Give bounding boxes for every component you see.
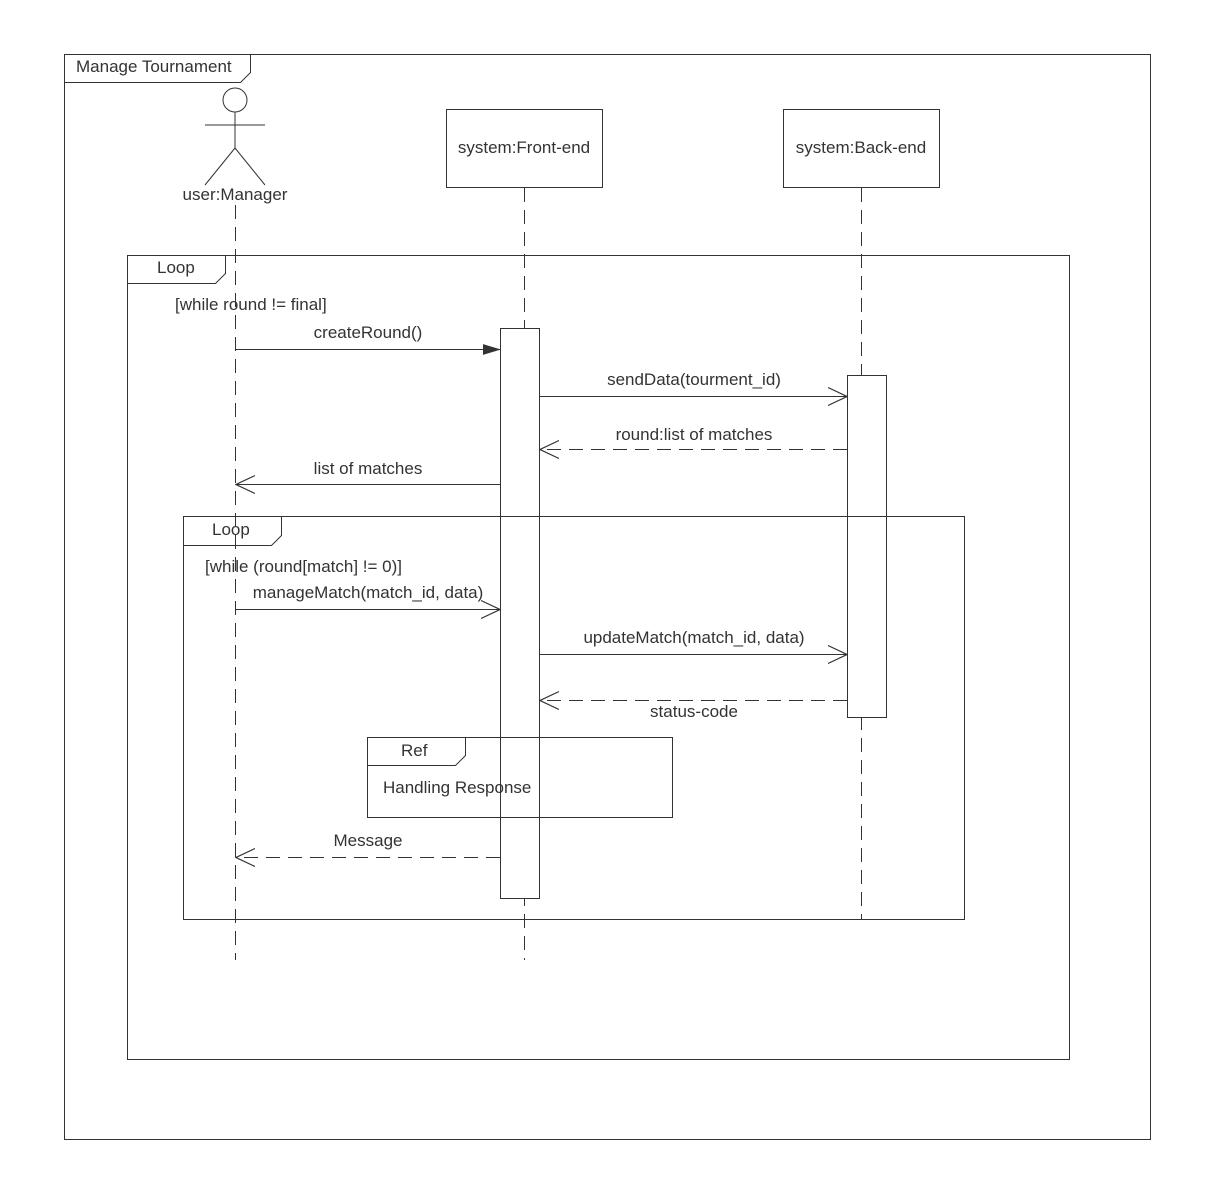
backend-label: system:Back-end (796, 138, 926, 157)
actor-manager: user:Manager (183, 87, 288, 204)
inner-loop-label: Loop (212, 520, 250, 539)
frontend-activation-bar (500, 328, 540, 899)
message-send-data: sendData(tourment_id) (540, 370, 847, 397)
message-list-of-matches: list of matches (236, 459, 500, 485)
backend-activation-bar (847, 375, 887, 718)
message-label: updateMatch(match_id, data) (583, 628, 804, 647)
actor-head (222, 87, 248, 113)
message-label: manageMatch(match_id, data) (253, 583, 484, 602)
outer-loop-label: Loop (157, 258, 195, 277)
message-label: list of matches (314, 459, 423, 478)
inner-loop-fragment: Loop [while (round[match] != 0)] (183, 516, 965, 920)
message-label: sendData(tourment_id) (607, 370, 781, 389)
message-label: status-code (650, 702, 738, 721)
outer-loop-fragment: Loop [while round != final] (127, 255, 1070, 1060)
message-round-list-return: round:list of matches (540, 425, 847, 450)
message-label: Message (334, 831, 403, 850)
backend-head: system:Back-end (783, 109, 940, 188)
actor-manager-label: user:Manager (183, 185, 288, 204)
message-manage-match: manageMatch(match_id, data) (236, 583, 500, 610)
message-create-round: createRound() (236, 323, 501, 355)
frontend-head: system:Front-end (446, 109, 603, 188)
message-label: createRound() (314, 323, 423, 342)
message-status-code-return: status-code (540, 701, 847, 721)
outer-loop-guard: [while round != final] (175, 295, 327, 314)
inner-loop-guard: [while (round[match] != 0)] (205, 557, 402, 576)
message-return-message: Message (236, 831, 500, 858)
actor-right-leg (234, 147, 266, 186)
ref-label: Ref (401, 741, 428, 760)
frontend-label: system:Front-end (458, 138, 590, 157)
actor-left-leg (204, 147, 236, 186)
outer-frame: Manage Tournament (64, 54, 1151, 1140)
message-update-match: updateMatch(match_id, data) (540, 628, 847, 655)
frame-title: Manage Tournament (76, 57, 232, 76)
ref-text: Handling Response (383, 778, 531, 797)
message-label: round:list of matches (616, 425, 773, 444)
ref-fragment: Ref Handling Response (367, 737, 673, 818)
